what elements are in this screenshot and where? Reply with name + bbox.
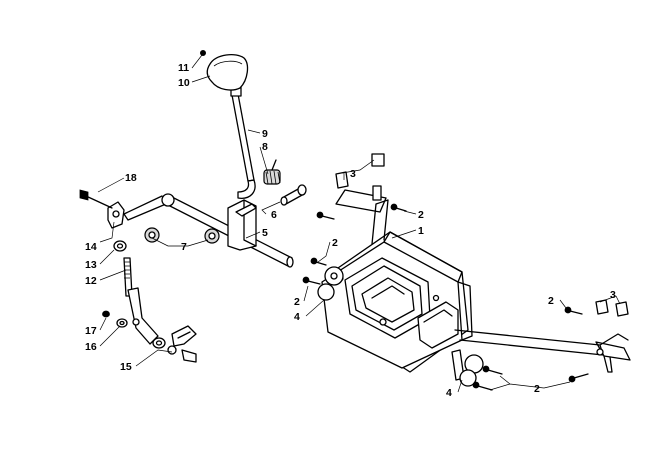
- jam-nut: [113, 240, 127, 252]
- shift-arm: [127, 287, 159, 345]
- callout-1: 1: [418, 225, 424, 237]
- callout-8: 8: [262, 141, 268, 153]
- callout-2-top: 2: [418, 209, 424, 221]
- callout-labels: 11 10 9 8 18 6 3 2 1 14 13 12 7 5 2 2 4 …: [85, 62, 616, 399]
- callout-18: 18: [125, 172, 137, 184]
- callout-3-top: 3: [350, 168, 356, 180]
- washer: [116, 318, 166, 349]
- callout-4-left: 4: [294, 311, 300, 323]
- callout-2-left-lower: 2: [294, 296, 300, 308]
- spring: [263, 159, 281, 185]
- small-nut: [102, 310, 110, 318]
- callout-2-left-upper: 2: [332, 237, 338, 249]
- callout-13: 13: [85, 259, 97, 271]
- callout-2-right: 2: [548, 295, 554, 307]
- bolts: [302, 153, 629, 391]
- callout-5: 5: [262, 227, 268, 239]
- callout-3-right: 3: [610, 289, 616, 301]
- callout-6: 6: [271, 209, 277, 221]
- mounting-bracket: [321, 185, 631, 373]
- callout-17: 17: [85, 325, 97, 337]
- callout-10: 10: [178, 77, 190, 89]
- callout-15: 15: [120, 361, 132, 373]
- leader-lines: [97, 54, 621, 393]
- callout-4-bottom: 4: [446, 387, 452, 399]
- shift-knob: [199, 50, 249, 91]
- callout-9: 9: [262, 128, 268, 140]
- callout-12: 12: [85, 275, 97, 287]
- callout-14: 14: [85, 241, 97, 253]
- cross-shaft: [123, 193, 294, 268]
- callout-11: 11: [178, 62, 189, 74]
- pivot-pin: [280, 184, 307, 206]
- clamp-and-bolt: [167, 325, 197, 363]
- callout-7: 7: [181, 241, 187, 253]
- callout-2-bottom: 2: [534, 383, 540, 395]
- callout-16: 16: [85, 341, 97, 353]
- shift-lever: [230, 85, 256, 199]
- rod-end: [79, 189, 125, 229]
